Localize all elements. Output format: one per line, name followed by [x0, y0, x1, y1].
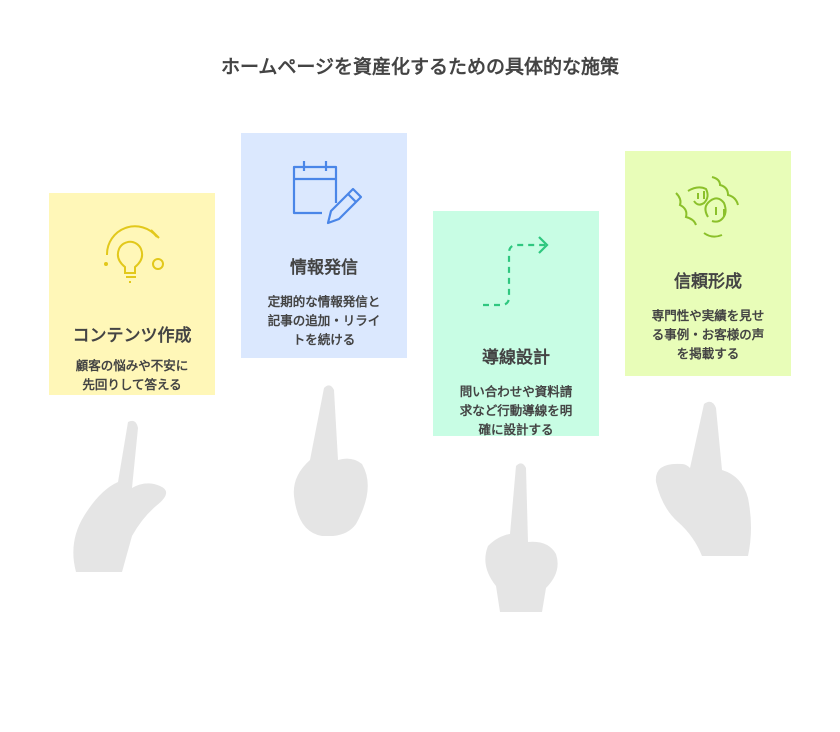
- desc-line: 問い合わせや資料請: [459, 384, 573, 399]
- card-trust: 信頼形成 専門性や実績を見せ る事例・お客様の声 を掲載する: [625, 151, 791, 376]
- dashed-arrow-icon: [483, 236, 549, 307]
- card-heading: 信頼形成: [674, 272, 742, 292]
- hand-pointing-icon: [655, 401, 751, 556]
- desc-line: 確に設計する: [478, 422, 554, 437]
- handshake-icon: [675, 176, 739, 238]
- card-information: 情報発信 定期的な情報発信と 記事の追加・リライ トを続ける: [241, 133, 407, 358]
- desc-line: を掲載する: [676, 346, 740, 361]
- hand-pointing-icon: [73, 420, 167, 572]
- page-title: ホームページを資産化するための具体的な施策: [220, 56, 620, 78]
- card-content-creation: コンテンツ作成 顧客の悩みや不安に 先回りして答える: [49, 193, 215, 395]
- card-heading: 情報発信: [290, 258, 358, 278]
- card-description: 問い合わせや資料請 求など行動導線を明 確に設計する: [433, 382, 599, 439]
- card-heading: 導線設計: [482, 348, 550, 368]
- desc-line: トを続ける: [292, 332, 356, 347]
- card-heading: コンテンツ作成: [72, 326, 192, 346]
- desc-line: 顧客の悩みや不安に: [75, 358, 189, 373]
- calendar-pencil-icon: [292, 161, 363, 225]
- desc-line: 専門性や実績を見せ: [651, 308, 765, 323]
- card-description: 専門性や実績を見せ る事例・お客様の声 を掲載する: [625, 306, 791, 363]
- desc-line: 求など行動導線を明: [459, 403, 573, 418]
- card-lead-design: 導線設計 問い合わせや資料請 求など行動導線を明 確に設計する: [433, 211, 599, 439]
- hand-pointing-icon: [485, 463, 558, 612]
- hand-pointing-icon: [293, 385, 368, 536]
- card-description: 定期的な情報発信と 記事の追加・リライ トを続ける: [241, 292, 407, 349]
- desc-line: 記事の追加・リライ: [267, 313, 381, 328]
- lightbulb-icon: [104, 225, 164, 283]
- desc-line: 先回りして答える: [82, 377, 182, 392]
- desc-line: る事例・お客様の声: [651, 327, 765, 342]
- card-description: 顧客の悩みや不安に 先回りして答える: [49, 356, 215, 394]
- desc-line: 定期的な情報発信と: [267, 294, 381, 309]
